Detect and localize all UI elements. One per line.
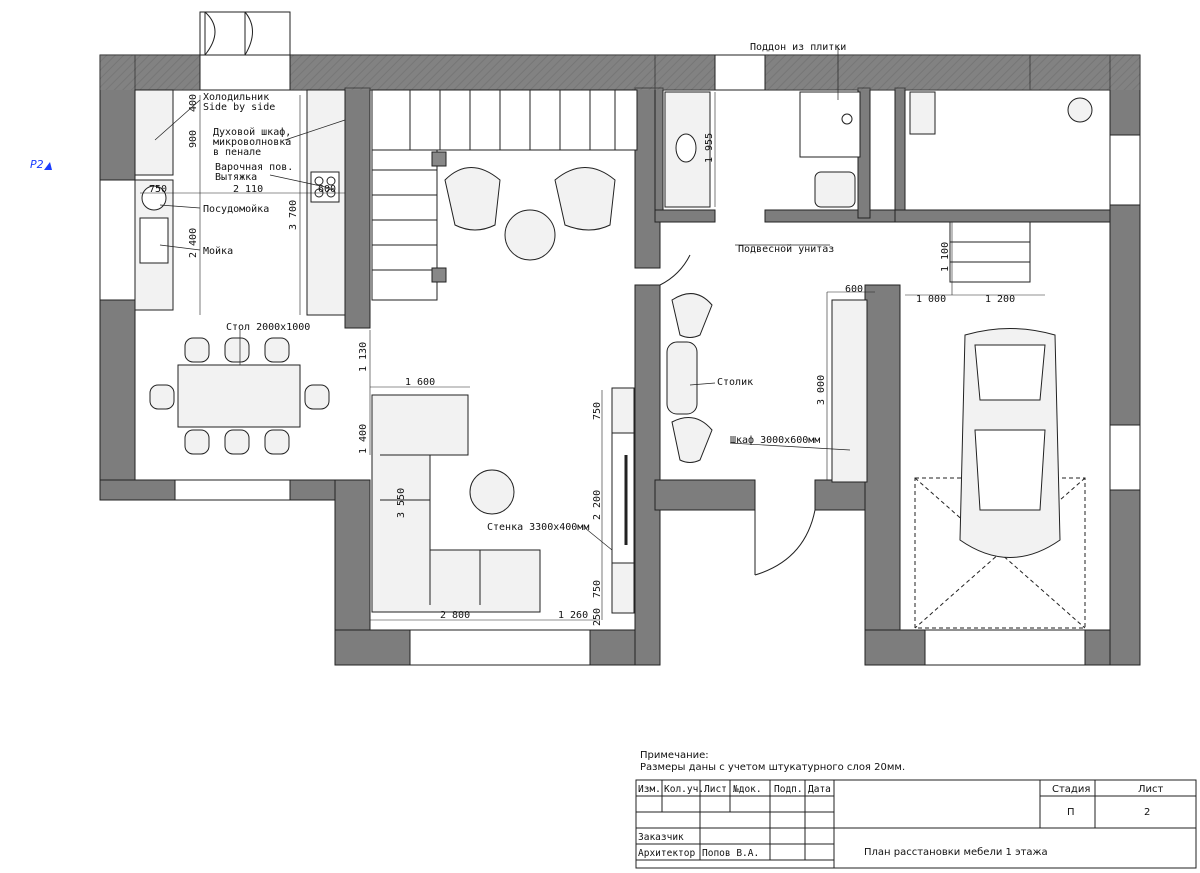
dim-2110: 2 110 <box>233 184 263 195</box>
sofa <box>371 394 541 613</box>
armchairs <box>444 167 616 261</box>
boiler-room <box>909 91 1093 135</box>
dim-1100: 1 100 <box>940 242 951 272</box>
dim-2400: 2 400 <box>188 228 199 258</box>
dim-1200: 1 200 <box>985 294 1015 305</box>
tb-header-2: Лист <box>704 784 727 795</box>
dishwasher <box>141 185 167 211</box>
label-hob-2: Вытяжка <box>215 172 257 183</box>
fridge <box>134 89 174 176</box>
wardrobe <box>831 299 868 483</box>
label-tv-wall: Стенка 3300х400мм <box>487 522 589 533</box>
kitchen <box>134 89 346 316</box>
dim-600a: 600 <box>318 184 336 195</box>
title-block <box>635 779 1197 869</box>
hall-furniture <box>666 293 868 483</box>
label-fridge: Холодильник <box>203 92 269 103</box>
car <box>914 328 1086 629</box>
tb-customer: Заказчик <box>638 832 684 843</box>
label-oven-2: микроволновка <box>213 137 291 148</box>
label-tray: Поддон из плитки <box>750 42 846 53</box>
dim-750c: 750 <box>592 580 603 598</box>
tb-header-4: Подп. <box>774 784 803 795</box>
dining-table <box>149 337 330 455</box>
dim-1955: 1 955 <box>704 133 715 163</box>
tb-header-5: Дата <box>808 784 831 795</box>
dimension-labels: 400 900 750 2 110 600 3 700 2 400 1 955 … <box>149 94 1015 626</box>
dim-750b: 750 <box>592 402 603 420</box>
label-toilet: Подвесной унитаз <box>738 243 834 255</box>
tb-stage-value: П <box>1067 807 1075 818</box>
notes-text: Размеры даны с учетом штукатурного слоя … <box>640 762 905 773</box>
dim-3000: 3 000 <box>816 375 827 405</box>
dim-750a: 750 <box>149 184 167 195</box>
label-oven-3: в пенале <box>213 147 261 158</box>
sink <box>139 217 169 264</box>
dim-1000: 1 000 <box>916 294 946 305</box>
label-sink: Мойка <box>203 245 233 257</box>
dim-600b: 600 <box>845 284 863 295</box>
dim-900: 900 <box>188 130 199 148</box>
dim-3550: 3 550 <box>396 488 407 518</box>
label-dishwasher: Посудомойка <box>203 203 269 215</box>
label-hob: Варочная пов. <box>215 162 293 173</box>
dim-1260: 1 260 <box>558 610 588 621</box>
label-wardrobe: Шкаф 3000х600мм <box>730 434 820 446</box>
tb-stage-label: Стадия <box>1052 784 1090 795</box>
dim-3700: 3 700 <box>288 200 299 230</box>
notes: Примечание: Размеры даны с учетом штукат… <box>640 750 905 773</box>
tb-sheet-label: Лист <box>1138 784 1164 795</box>
label-fridge-2: Side by side <box>203 102 275 113</box>
svg-text:P2: P2 <box>30 158 44 171</box>
tb-architect-name: Попов В.А. <box>702 848 759 859</box>
tb-header-1: Кол.уч. <box>664 784 704 795</box>
dim-2200: 2 200 <box>592 490 603 520</box>
dim-1130: 1 130 <box>358 342 369 372</box>
stairs <box>371 89 638 301</box>
tb-architect-role: Архитектор <box>638 848 695 859</box>
notes-title: Примечание: <box>640 750 709 761</box>
annotations: Холодильник Side by side Духовой шкаф, м… <box>203 42 846 533</box>
tv-wall <box>611 387 635 614</box>
tb-sheet-value: 2 <box>1144 807 1150 818</box>
title-block-text: Изм. Кол.уч. Лист №док. Подп. Дата Заказ… <box>638 784 1164 859</box>
bathroom <box>664 91 861 208</box>
tb-header-0: Изм. <box>638 784 661 795</box>
section-marker: P2 <box>30 158 52 171</box>
label-table: Стол 2000х1000 <box>226 322 310 333</box>
tb-header-3: №док. <box>733 784 762 795</box>
entry-door <box>199 11 291 56</box>
dim-400: 400 <box>188 94 199 112</box>
dim-250: 250 <box>592 608 603 626</box>
garage-stairs <box>949 221 1031 283</box>
dim-1600: 1 600 <box>405 377 435 388</box>
label-coffee-table: Столик <box>717 377 753 388</box>
label-oven: Духовой шкаф, <box>213 126 291 138</box>
dim-2800: 2 800 <box>440 610 470 621</box>
tb-drawing-title: План расстановки мебели 1 этажа <box>864 847 1048 858</box>
dim-1400: 1 400 <box>358 424 369 454</box>
